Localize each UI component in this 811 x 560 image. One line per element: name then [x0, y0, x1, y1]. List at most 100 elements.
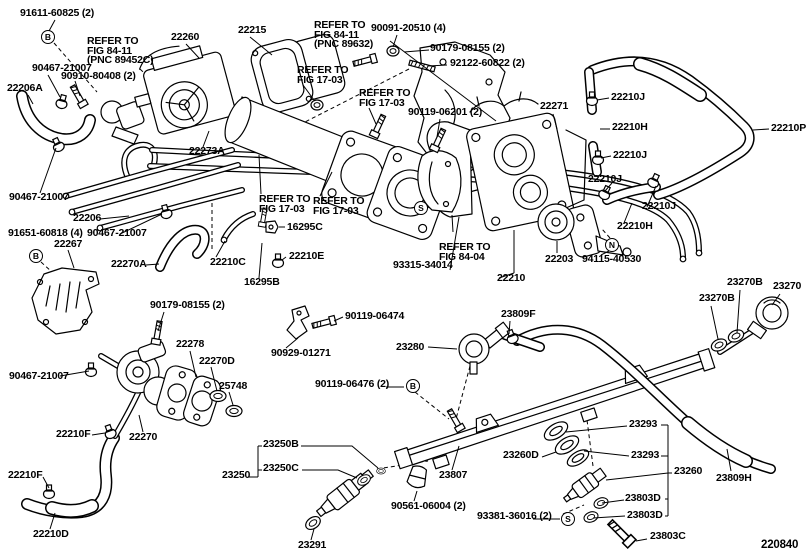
- label-22271: 22271: [540, 100, 569, 112]
- bolt-icon: [351, 52, 378, 69]
- label-90179-08155-2: 90179-08155 (2): [430, 42, 505, 54]
- label-23270b: 23270B: [699, 292, 735, 304]
- label-91651-60818-4: 91651-60818 (4): [8, 227, 83, 239]
- label-22270a: 22270A: [111, 258, 147, 270]
- label-90929-01271: 90929-01271: [271, 347, 331, 359]
- label-23250: 23250: [222, 469, 251, 481]
- hose-22210d-drawing: [21, 432, 120, 519]
- label-22210j: 22210J: [611, 91, 645, 103]
- grommet-22270d-icon: [209, 389, 227, 403]
- label-22260: 22260: [171, 31, 200, 43]
- clamp-bracket-90929-drawing: [286, 305, 310, 340]
- callout-marker-b: B: [406, 379, 420, 393]
- label-91611-60825-2: 91611-60825 (2): [20, 7, 95, 19]
- label-22210p: 22210P: [771, 122, 807, 134]
- label-23250b: 23250B: [263, 438, 299, 450]
- label-90091-20510-4: 90091-20510 (4): [371, 22, 446, 34]
- label-90910-80408-2: 90910-80408 (2): [61, 70, 136, 82]
- gasket-23803d-icon: [582, 509, 600, 525]
- label-16295c: 16295C: [287, 221, 323, 233]
- label-90467-21007: 90467-21007: [9, 370, 69, 382]
- leader-lines: [27, 19, 781, 542]
- label-23280: 23280: [396, 341, 425, 353]
- hose-clamp-icon: [84, 362, 98, 378]
- label-22270: 22270: [129, 431, 158, 443]
- label-23293: 23293: [629, 418, 658, 430]
- label-refer-to-fig-84-04: REFER TO FIG 84-04: [439, 241, 491, 263]
- pipe-clip-16295c-drawing: [257, 207, 279, 234]
- label-22270d: 22270D: [199, 355, 235, 367]
- cold-start-injector-23260-drawing: [543, 421, 637, 549]
- grommet-23291-icon: [302, 513, 324, 533]
- label-22203: 22203: [545, 253, 574, 265]
- label-23270: 23270: [773, 280, 802, 292]
- damper-90561-drawing: [406, 465, 428, 489]
- label-25748: 25748: [219, 380, 248, 392]
- label-23293: 23293: [631, 449, 660, 461]
- label-22206a: 22206A: [7, 82, 43, 94]
- label-23250c: 23250C: [263, 462, 299, 474]
- label-23803c: 23803C: [650, 530, 686, 542]
- label-16295b: 16295B: [244, 276, 280, 288]
- bolt-icon: [150, 319, 165, 346]
- hose-22270a-drawing: [155, 224, 210, 272]
- label-22206: 22206: [73, 212, 102, 224]
- water-bypass-hose-22206a-drawing: [16, 90, 96, 146]
- label-22215: 22215: [238, 24, 267, 36]
- label-22210j: 22210J: [642, 200, 676, 212]
- label-23803d: 23803D: [625, 492, 661, 504]
- label-22210c: 22210C: [210, 256, 246, 268]
- valve-assembly-22270-drawing: [98, 340, 198, 439]
- label-22210j: 22210J: [588, 173, 622, 185]
- bracket-22267-drawing: [31, 267, 100, 335]
- label-22210d: 22210D: [33, 528, 69, 540]
- callout-marker-s: S: [414, 201, 428, 215]
- label-23809f: 23809F: [501, 308, 536, 320]
- label-refer-to-fig-17-03: REFER TO FIG 17-03: [297, 64, 349, 86]
- label-92122-60822-2: 92122-60822 (2): [450, 57, 525, 69]
- label-90119-06476-2: 90119-06476 (2): [315, 378, 390, 390]
- throttle-body-22260-drawing: [100, 45, 236, 145]
- label-22278: 22278: [176, 338, 205, 350]
- label-90467-21007: 90467-21007: [32, 62, 92, 74]
- bolt-icon: [310, 314, 337, 331]
- label-90467-21007: 90467-21007: [9, 191, 69, 203]
- callout-marker-s: S: [561, 512, 575, 526]
- label-22210: 22210: [497, 272, 526, 284]
- callout-marker-b: B: [41, 30, 55, 44]
- label-93315-34014: 93315-34014: [393, 259, 453, 271]
- nut-icon: [310, 99, 324, 111]
- label-23260d: 23260D: [503, 449, 539, 461]
- callout-marker-n: N: [605, 238, 619, 252]
- o-ring-23250b-icon: [376, 467, 386, 475]
- union-bolt-23803c-icon: [605, 517, 637, 549]
- label-22210j: 22210J: [613, 149, 647, 161]
- gasket-22278-drawing: [183, 375, 221, 427]
- label-refer-to-fig-17-03: REFER TO FIG 17-03: [313, 195, 365, 217]
- gasket-22215-drawing: [250, 33, 346, 114]
- label-22210e: 22210E: [289, 250, 325, 262]
- injector-23250-drawing: [302, 467, 386, 533]
- label-refer-to-fig-17-03: REFER TO FIG 17-03: [259, 193, 311, 215]
- label-refer-to-fig-84-11-pnc-89452c: REFER TO FIG 84-11 (PNC 89452C): [87, 35, 154, 66]
- label-90119-06201-2: 90119-06201 (2): [408, 106, 483, 118]
- label-23807: 23807: [439, 469, 468, 481]
- label-90179-08155-2: 90179-08155 (2): [150, 299, 225, 311]
- gasket-23270b-icon: [725, 327, 747, 345]
- callout-marker-b: B: [29, 249, 43, 263]
- pulsation-damper-23270-drawing: [717, 296, 789, 355]
- label-90119-06474: 90119-06474: [345, 310, 405, 322]
- label-22210f: 22210F: [8, 469, 43, 481]
- label-90467-21007: 90467-21007: [87, 227, 147, 239]
- label-23260: 23260: [674, 465, 703, 477]
- nut-icon: [386, 45, 400, 57]
- gasket-23803d-icon: [592, 495, 610, 511]
- label-93381-36016-2: 93381-36016 (2): [477, 510, 552, 522]
- figure-number: 220840: [761, 539, 799, 551]
- label-94115-40530: 94115-40530: [582, 253, 642, 265]
- label-22273a: 22273A: [189, 145, 225, 157]
- bolt-icon: [68, 83, 89, 110]
- hose-clamp-icon: [271, 253, 285, 269]
